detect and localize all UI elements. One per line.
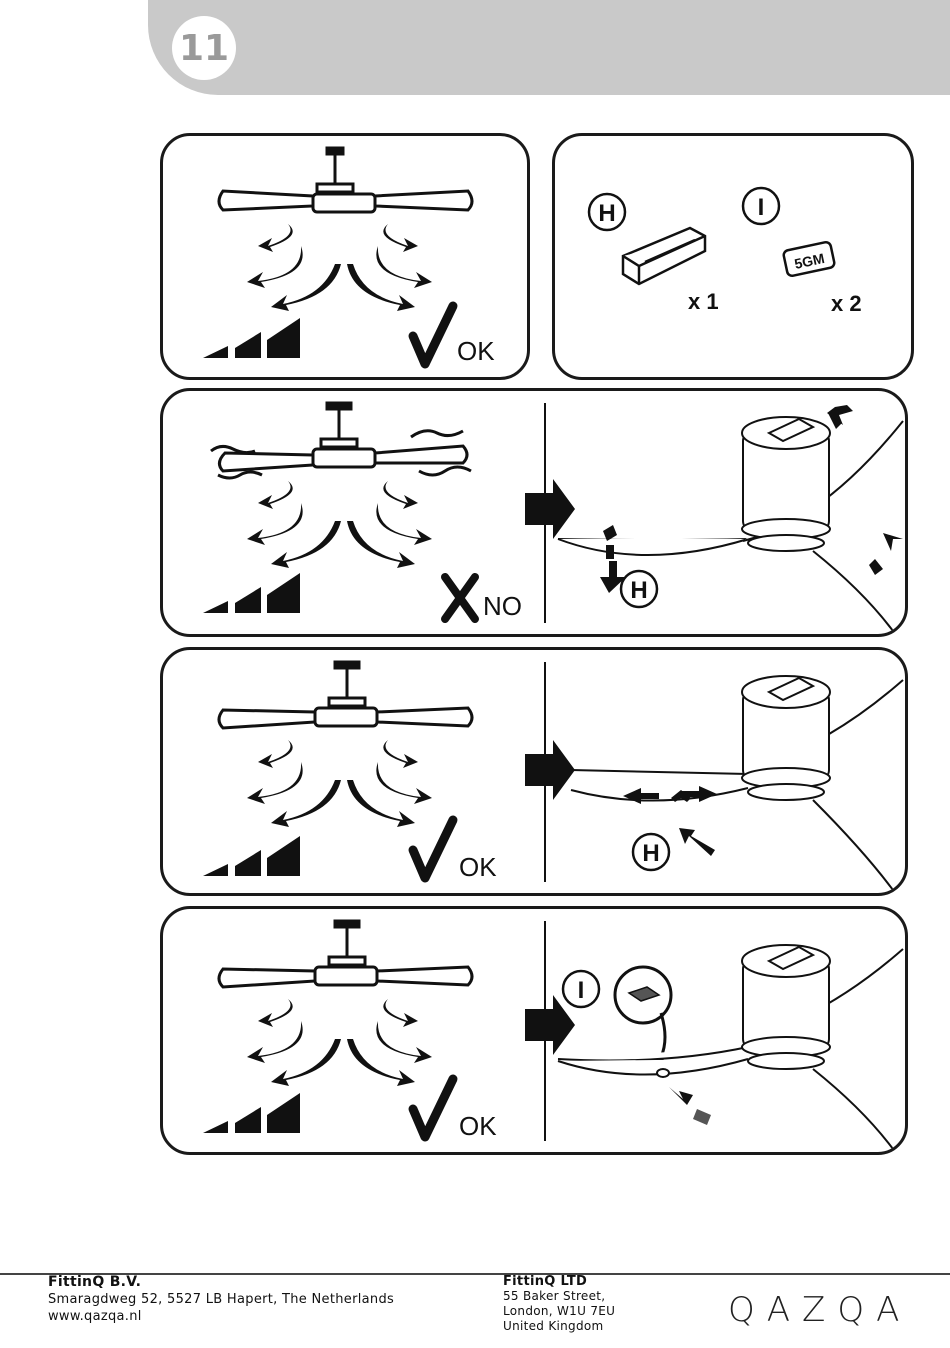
part-h-quantity: x 1 (688, 289, 719, 314)
part-letter: I (578, 977, 585, 1004)
verdict-label: NO (483, 591, 522, 621)
arrow-right-icon (525, 479, 575, 539)
part-h-letter: H (598, 200, 615, 227)
panel-fan-clip-adjust: OK H (160, 647, 908, 896)
checkmark-icon (413, 820, 453, 878)
fan-illustration: OK (163, 136, 527, 377)
verdict-label: OK (459, 852, 497, 882)
arrow-right-icon (525, 995, 575, 1055)
balancing-clip-icon (623, 228, 705, 284)
panel-parts: H I x 1 5GM x 2 (552, 133, 914, 380)
part-letter: H (630, 577, 647, 604)
part-letter: H (642, 840, 659, 867)
motor-housing-icon (571, 676, 903, 890)
weight-attach-illustration: OK I (163, 909, 905, 1152)
parts-illustration: H I x 1 5GM x 2 (555, 136, 911, 377)
balancing-weight-icon: 5GM (783, 241, 835, 276)
panel-fan-weight-attach: OK I (160, 906, 908, 1155)
company-website[interactable]: www.qazqa.nl (48, 1308, 394, 1325)
brand-logo: QAZQA (728, 1290, 911, 1330)
checkmark-icon (413, 1079, 453, 1137)
motor-housing-icon (558, 945, 903, 1149)
clip-adjust-illustration: OK H (163, 650, 905, 893)
wobble-illustration: NO H (163, 391, 905, 634)
address-line-3: United Kingdom (503, 1319, 615, 1334)
panel-fan-balanced-1: OK (160, 133, 530, 380)
panel-fan-wobble: NO H (160, 388, 908, 637)
step-number-badge: 11 (172, 16, 236, 80)
verdict-label: OK (459, 1111, 497, 1141)
motor-housing-icon (558, 417, 903, 631)
cross-icon (445, 577, 475, 619)
address-line-1: 55 Baker Street, (503, 1289, 615, 1304)
header-bar (148, 0, 950, 95)
footer-company-nl: FittinQ B.V. Smaragdweg 52, 5527 LB Hape… (48, 1274, 394, 1325)
footer-company-uk: FittinQ LTD 55 Baker Street, London, W1U… (503, 1274, 615, 1334)
part-i-letter: I (758, 194, 765, 221)
company-address: Smaragdweg 52, 5527 LB Hapert, The Nethe… (48, 1291, 394, 1308)
company-name: FittinQ LTD (503, 1274, 615, 1289)
address-line-2: London, W1U 7EU (503, 1304, 615, 1319)
verdict-label: OK (457, 336, 495, 366)
arrow-right-icon (525, 740, 575, 800)
checkmark-icon (413, 306, 453, 364)
company-name: FittinQ B.V. (48, 1274, 394, 1291)
step-number: 11 (179, 28, 229, 69)
part-i-quantity: x 2 (831, 291, 862, 316)
